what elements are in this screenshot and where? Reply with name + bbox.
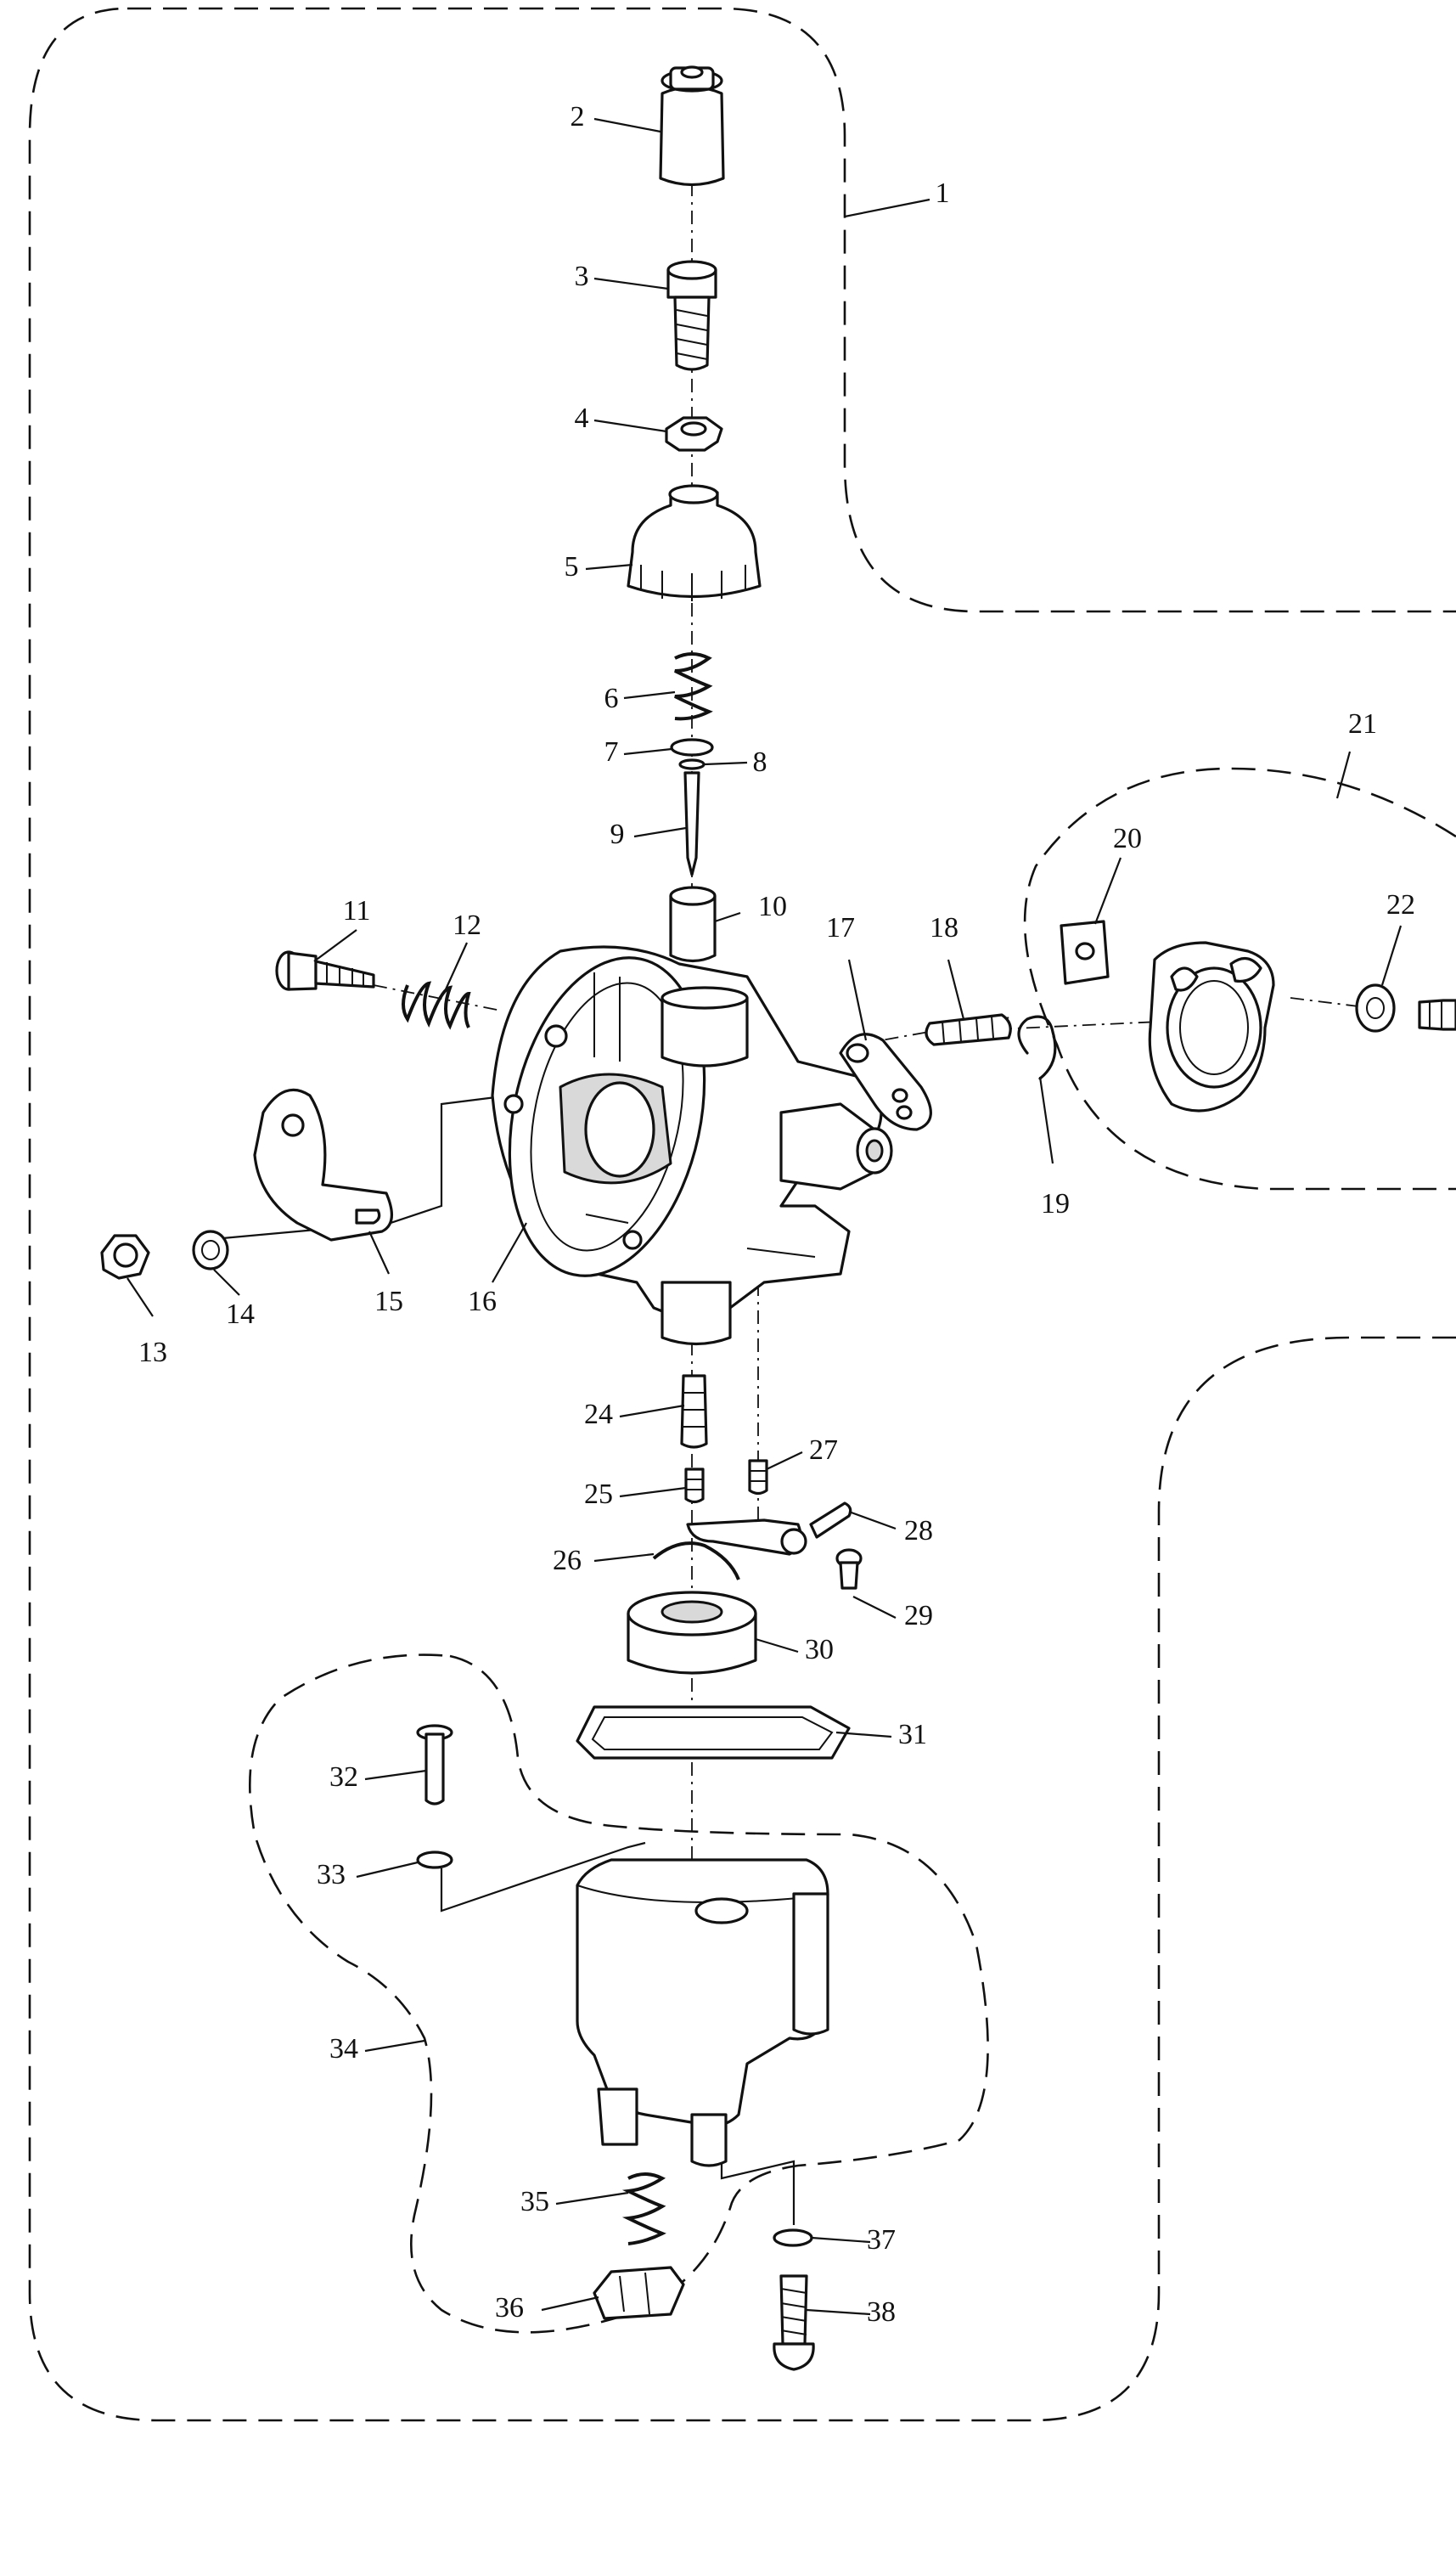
part-drain-screw [416, 1724, 453, 1806]
part-choke-spring [925, 1013, 1012, 1046]
callout-9: 9 [610, 819, 625, 850]
part-needle-spring [674, 652, 713, 721]
callout-32: 32 [329, 1761, 358, 1793]
part-choke-bracket [1148, 941, 1275, 1113]
part-adjust-screw [666, 260, 717, 371]
callout-19: 19 [1041, 1188, 1070, 1220]
subassembly-boundary-34 [248, 1653, 989, 2334]
part-throttle-valve [669, 886, 717, 963]
callout-8: 8 [753, 746, 767, 778]
callout-11: 11 [343, 895, 371, 927]
part-choke-lever [839, 1033, 932, 1131]
callout-4: 4 [575, 403, 589, 434]
part-bolt-washer [773, 2228, 813, 2247]
callout-35: 35 [520, 2186, 549, 2217]
part-throttle-nut [100, 1234, 150, 1280]
part-throttle-washer [192, 1230, 229, 1270]
axis-33 [440, 1841, 646, 1913]
callout-28: 28 [904, 1515, 933, 1546]
callout-17: 17 [826, 912, 855, 944]
callout-leaders [126, 117, 1403, 2316]
callout-21: 21 [1348, 708, 1377, 740]
part-choke-washer [1355, 983, 1396, 1033]
part-float-pin [748, 1459, 768, 1496]
callout-38: 38 [867, 2296, 896, 2328]
part-circlip [1017, 1015, 1057, 1080]
assembly-boundary-1 [28, 7, 1456, 2422]
part-throttle-lever [253, 1088, 393, 1242]
callout-15: 15 [374, 1286, 403, 1317]
part-square-nut [1060, 920, 1110, 985]
callout-6: 6 [604, 683, 619, 714]
callout-22: 22 [1386, 889, 1415, 921]
callout-25: 25 [584, 1479, 613, 1510]
part-needle-clip [678, 758, 706, 770]
part-pilot-spring [402, 981, 471, 1030]
part-jet-needle [683, 771, 700, 876]
part-bowl-spring [621, 2172, 666, 2245]
callout-37: 37 [867, 2224, 896, 2256]
callout-7: 7 [604, 736, 619, 768]
callout-labels: 1 2 3 4 5 6 7 8 9 10 11 12 13 14 15 16 1… [138, 101, 1415, 2328]
part-float-bowl-gasket [576, 1705, 851, 1760]
callout-1: 1 [936, 177, 950, 209]
part-lock-nut [665, 416, 723, 452]
callout-12: 12 [453, 910, 481, 941]
callout-24: 24 [584, 1399, 613, 1430]
callout-30: 30 [805, 1634, 834, 1665]
callout-31: 31 [898, 1719, 927, 1750]
subassembly-boundary-21 [1023, 767, 1456, 1191]
part-choke-screw-partial [1418, 999, 1456, 1031]
part-bowl-drain-plug [593, 2266, 685, 2320]
part-top-cover [627, 484, 762, 601]
callout-34: 34 [329, 2033, 358, 2065]
part-bowl-bolt [773, 2274, 815, 2371]
callout-3: 3 [575, 261, 589, 292]
callout-20: 20 [1113, 823, 1142, 854]
part-float [627, 1591, 757, 1675]
part-cap [659, 65, 725, 187]
axis-22 [1290, 997, 1359, 1007]
part-float-arm [652, 1518, 807, 1580]
part-pilot-screw [275, 950, 375, 991]
group-boundaries [28, 7, 1456, 2422]
callout-36: 36 [495, 2292, 524, 2324]
callout-16: 16 [468, 1286, 497, 1317]
part-drain-washer [416, 1851, 453, 1869]
callout-26: 26 [553, 1545, 582, 1576]
callout-13: 13 [138, 1337, 167, 1368]
callout-14: 14 [226, 1299, 255, 1330]
part-needle-washer [670, 738, 714, 757]
callout-18: 18 [930, 912, 958, 944]
callout-5: 5 [565, 551, 579, 583]
callout-27: 27 [809, 1434, 838, 1466]
part-float-arm-screw [835, 1548, 863, 1590]
callout-33: 33 [317, 1859, 346, 1890]
part-needle-jet [680, 1374, 708, 1449]
part-float-needle [809, 1501, 852, 1539]
callout-2: 2 [571, 101, 585, 132]
part-main-jet [684, 1468, 705, 1504]
part-float-bowl [576, 1858, 829, 2167]
callout-10: 10 [758, 891, 787, 922]
part-carburetor-body [491, 945, 893, 1346]
callout-29: 29 [904, 1600, 933, 1631]
axis-pilot-jet [373, 984, 502, 1011]
